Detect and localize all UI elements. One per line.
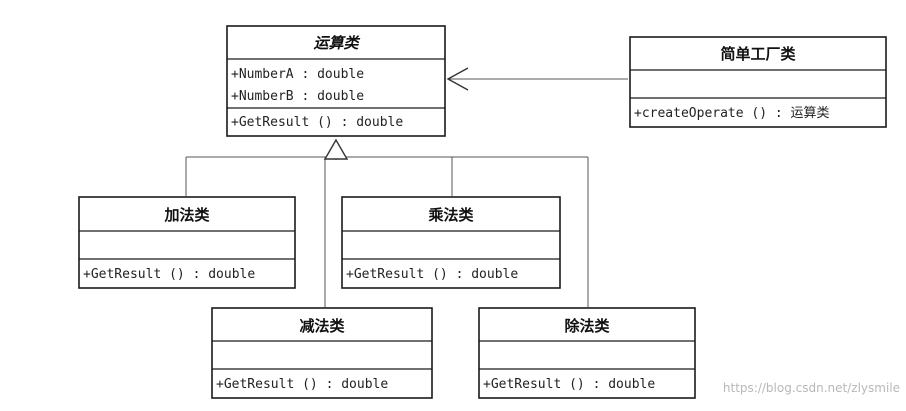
- class-operation: 运算类 +NumberA : double +NumberB : double …: [226, 25, 446, 137]
- attribute-number-b: +NumberB : double: [231, 89, 364, 104]
- watermark-text: https://blog.csdn.net/zlysmile: [723, 381, 900, 395]
- inheritance-connectors: [185, 156, 589, 307]
- generalization-triangle-icon: [323, 138, 349, 160]
- class-subtract: 减法类 +GetResult () : double: [211, 307, 433, 399]
- class-name: 运算类: [313, 34, 360, 52]
- operation-get-result: +GetResult () : double: [483, 377, 655, 392]
- operation-create-operate: +createOperate () : 运算类: [634, 106, 830, 121]
- class-factory: 简单工厂类 +createOperate () : 运算类: [629, 36, 887, 128]
- dependency-arrow: [446, 67, 628, 91]
- class-multiply: 乘法类 +GetResult () : double: [341, 196, 561, 289]
- operation-get-result: +GetResult () : double: [216, 377, 388, 392]
- operation-get-result: +GetResult () : double: [231, 115, 403, 130]
- class-name: 加法类: [163, 206, 210, 224]
- class-divide: 除法类 +GetResult () : double: [478, 307, 696, 399]
- class-name: 乘法类: [427, 206, 474, 224]
- class-name: 简单工厂类: [720, 45, 796, 63]
- class-name: 除法类: [564, 317, 610, 335]
- operation-get-result: +GetResult () : double: [346, 267, 518, 282]
- class-add: 加法类 +GetResult () : double: [78, 196, 296, 289]
- attribute-number-a: +NumberA : double: [231, 67, 364, 82]
- open-arrowhead-icon: [446, 67, 469, 91]
- class-name: 减法类: [299, 317, 345, 335]
- operation-get-result: +GetResult () : double: [83, 267, 255, 282]
